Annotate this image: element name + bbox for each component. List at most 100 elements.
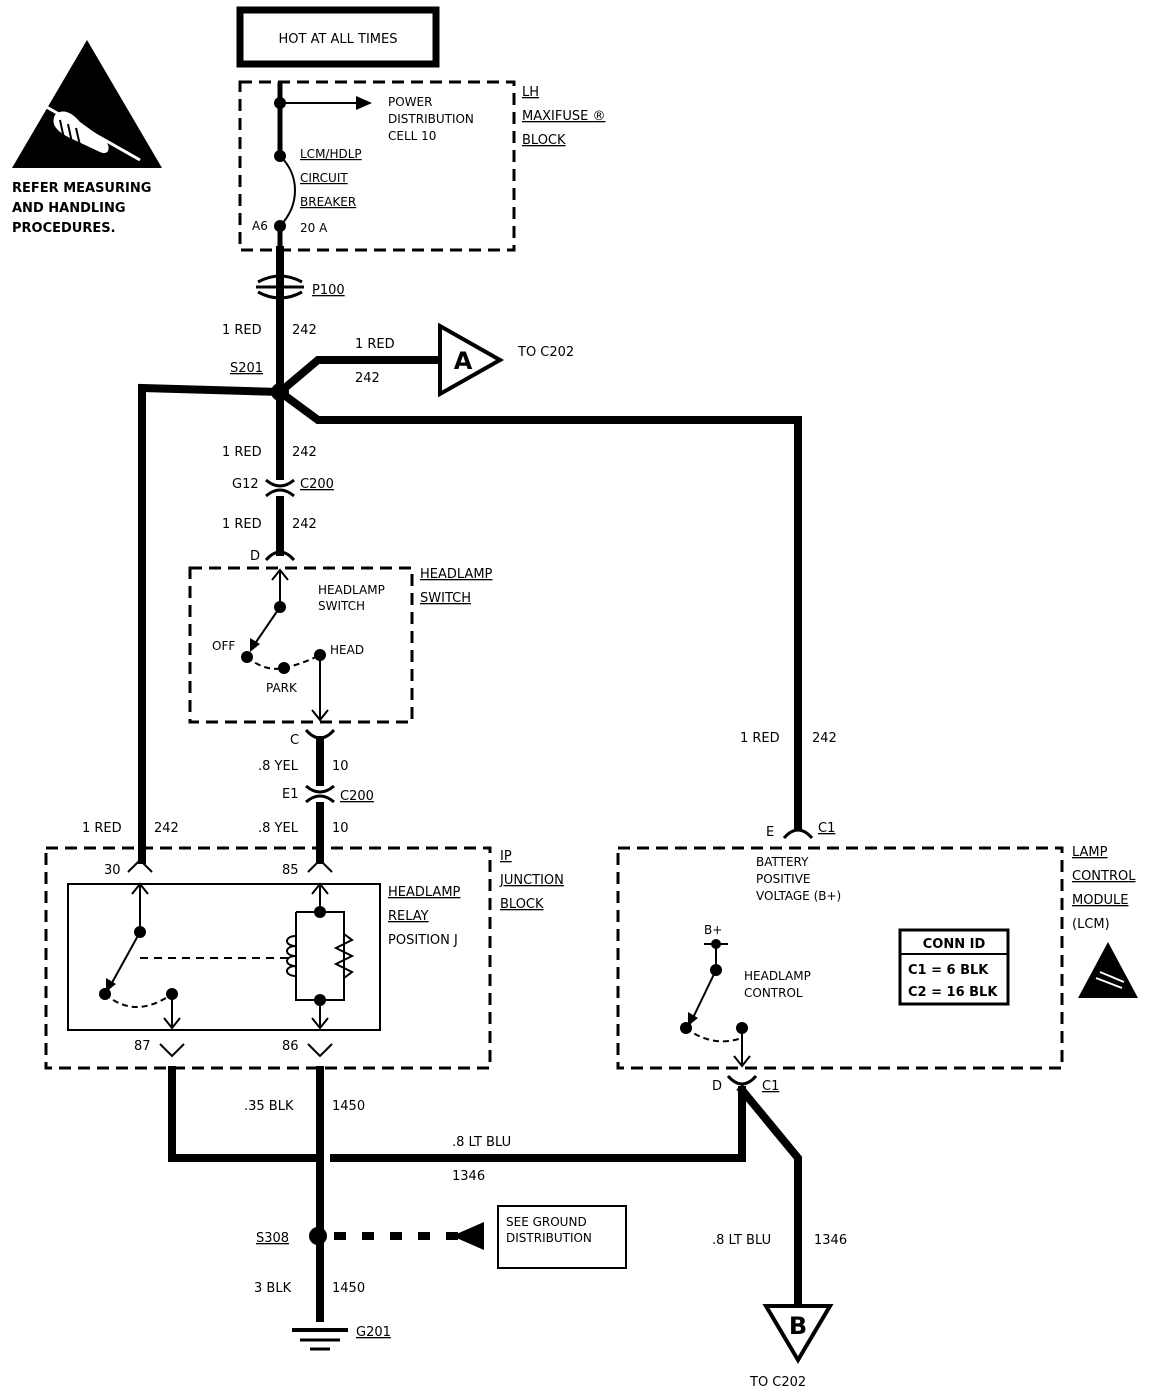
c200-label-2: C200 bbox=[340, 789, 374, 804]
s308-label: S308 bbox=[256, 1231, 289, 1246]
wire-circuit-242-2: 242 bbox=[292, 445, 317, 460]
breaker-gap bbox=[270, 152, 290, 228]
lcm-control-2: CONTROL bbox=[744, 986, 803, 1000]
power-line-3: CELL 10 bbox=[388, 129, 436, 143]
headlamp-switch-inner-2: SWITCH bbox=[318, 599, 365, 613]
ground-ref-2: DISTRIBUTION bbox=[506, 1231, 592, 1245]
headlamp-switch-inner-1: HEADLAMP bbox=[318, 583, 385, 597]
relay-pin-86: 86 bbox=[282, 1039, 299, 1054]
wire-circuit-242-3: 242 bbox=[292, 517, 317, 532]
wire-circuit-1450-1: 1450 bbox=[332, 1099, 365, 1114]
wire-1346-from-relay bbox=[168, 1066, 322, 1162]
switch-pin-d-connector bbox=[264, 550, 296, 562]
relay-pin-86-connector bbox=[307, 1043, 333, 1058]
p100-label: P100 bbox=[312, 283, 345, 298]
wire-size-red-2: 1 RED bbox=[222, 445, 262, 460]
c200-g12-top bbox=[265, 478, 295, 488]
wire-242-to-c202 bbox=[274, 356, 449, 398]
power-distribution-arrowhead bbox=[356, 96, 372, 110]
headlamp-switch-outline bbox=[188, 566, 414, 724]
lcm-bat-1: BATTERY bbox=[756, 855, 809, 869]
wire-circuit-242-relay: 242 bbox=[154, 821, 179, 836]
ground-ref-1: SEE GROUND bbox=[506, 1215, 587, 1229]
lcm-control-1: HEADLAMP bbox=[744, 969, 811, 983]
ground-reference-arrow bbox=[452, 1222, 484, 1250]
wire-1346-to-lcm bbox=[330, 1086, 746, 1162]
warning-line-2: AND HANDLING bbox=[12, 201, 126, 216]
breaker-line-2: CIRCUIT bbox=[300, 171, 348, 185]
headlamp-relay-box bbox=[67, 883, 381, 1031]
circuit-breaker-arc bbox=[279, 155, 296, 227]
wire-size-ltblu-1: .8 LT BLU bbox=[452, 1135, 511, 1150]
fuse-block-name-3: BLOCK bbox=[522, 133, 566, 148]
relay-pin-85-connector bbox=[307, 858, 333, 873]
lcm-bat-3: VOLTAGE (B+) bbox=[756, 889, 841, 903]
lcm-name-2: CONTROL bbox=[1072, 869, 1136, 884]
esd-warning-icon bbox=[1078, 942, 1138, 998]
connector-b-to: TO C202 bbox=[749, 1375, 806, 1390]
connector-a-letter: A bbox=[454, 347, 473, 375]
switch-output-arrow bbox=[311, 709, 329, 722]
relay-pin-87-connector bbox=[159, 1043, 185, 1058]
c200-g12-bottom bbox=[265, 488, 295, 498]
g201-label: G201 bbox=[356, 1325, 391, 1340]
lcm-pin-d: D bbox=[712, 1079, 722, 1094]
wire-size-red-3: 1 RED bbox=[222, 517, 262, 532]
switch-off-label: OFF bbox=[212, 639, 235, 653]
ip-block-name-1: IP bbox=[500, 849, 512, 864]
lcm-control-output-arrow bbox=[733, 1055, 751, 1068]
connector-b-flag bbox=[762, 1304, 834, 1364]
warning-line-3: PROCEDURES. bbox=[12, 221, 116, 236]
lcm-bplus: B+ bbox=[704, 923, 722, 937]
relay-coil-frame bbox=[295, 911, 345, 1001]
splice-s308 bbox=[309, 1227, 327, 1245]
wire-circuit-242-1: 242 bbox=[292, 323, 317, 338]
relay-switch-feed-arrow bbox=[131, 882, 149, 895]
ip-junction-block-outline bbox=[44, 846, 492, 1070]
power-line-2: DISTRIBUTION bbox=[388, 112, 474, 126]
lcm-name-3: MODULE bbox=[1072, 893, 1128, 908]
relay-coil-output-arrow bbox=[311, 1017, 329, 1030]
wire-size-red-lcm: 1 RED bbox=[740, 731, 780, 746]
conn-id-box bbox=[898, 928, 1010, 1006]
relay-coil-winding bbox=[286, 935, 297, 977]
wire-size-yel-1: .8 YEL bbox=[258, 759, 299, 774]
connector-a-to: TO C202 bbox=[517, 345, 574, 360]
conn-id-title: CONN ID bbox=[923, 937, 986, 952]
wire-size-ltblu-2: .8 LT BLU bbox=[712, 1233, 771, 1248]
p100-grommet-bottom bbox=[257, 290, 303, 300]
relay-pin-30-connector bbox=[127, 858, 153, 873]
wire-size-blk-3: 3 BLK bbox=[254, 1281, 292, 1296]
esd-warning-icon bbox=[12, 40, 162, 168]
wire-size-yel-2: .8 YEL bbox=[258, 821, 299, 836]
relay-name-3: POSITION J bbox=[388, 933, 458, 948]
switch-blade-arrow bbox=[250, 638, 260, 652]
wire-circuit-1450-2: 1450 bbox=[332, 1281, 365, 1296]
c200-e1-top bbox=[305, 784, 335, 794]
fuse-block-name-2: MAXIFUSE ® bbox=[522, 109, 605, 124]
hot-at-all-times-label: HOT AT ALL TIMES bbox=[278, 32, 397, 47]
switch-blade bbox=[251, 606, 281, 649]
relay-coil-resistor bbox=[333, 933, 355, 979]
wire-1346-to-c202 bbox=[736, 1084, 802, 1320]
ground-distribution-box bbox=[497, 1205, 627, 1269]
power-line-1: POWER bbox=[388, 95, 432, 109]
relay-name-1: HEADLAMP bbox=[388, 885, 461, 900]
lcm-conn-c1-top: C1 bbox=[818, 821, 835, 836]
switch-pin-arrow bbox=[271, 568, 289, 581]
c200-label-1: C200 bbox=[300, 477, 334, 492]
wire-size-blk-035: .35 BLK bbox=[244, 1099, 294, 1114]
wire-circuit-1346-2: 1346 bbox=[814, 1233, 847, 1248]
c200-pin-g12: G12 bbox=[232, 477, 259, 492]
warning-line-1: REFER MEASURING bbox=[12, 181, 151, 196]
ground-symbol-icon bbox=[292, 1328, 348, 1351]
ip-block-name-2: JUNCTION bbox=[499, 873, 564, 888]
connector-b-letter: B bbox=[789, 1312, 807, 1340]
switch-pin-d: D bbox=[250, 549, 260, 564]
switch-park-label: PARK bbox=[266, 681, 298, 695]
connector-a-flag bbox=[438, 322, 505, 398]
c200-pin-e1: E1 bbox=[282, 787, 299, 802]
lcm-bat-2: POSITIVE bbox=[756, 872, 811, 886]
wire-circuit-242-a: 242 bbox=[355, 371, 380, 386]
ip-block-name-3: BLOCK bbox=[500, 897, 544, 912]
